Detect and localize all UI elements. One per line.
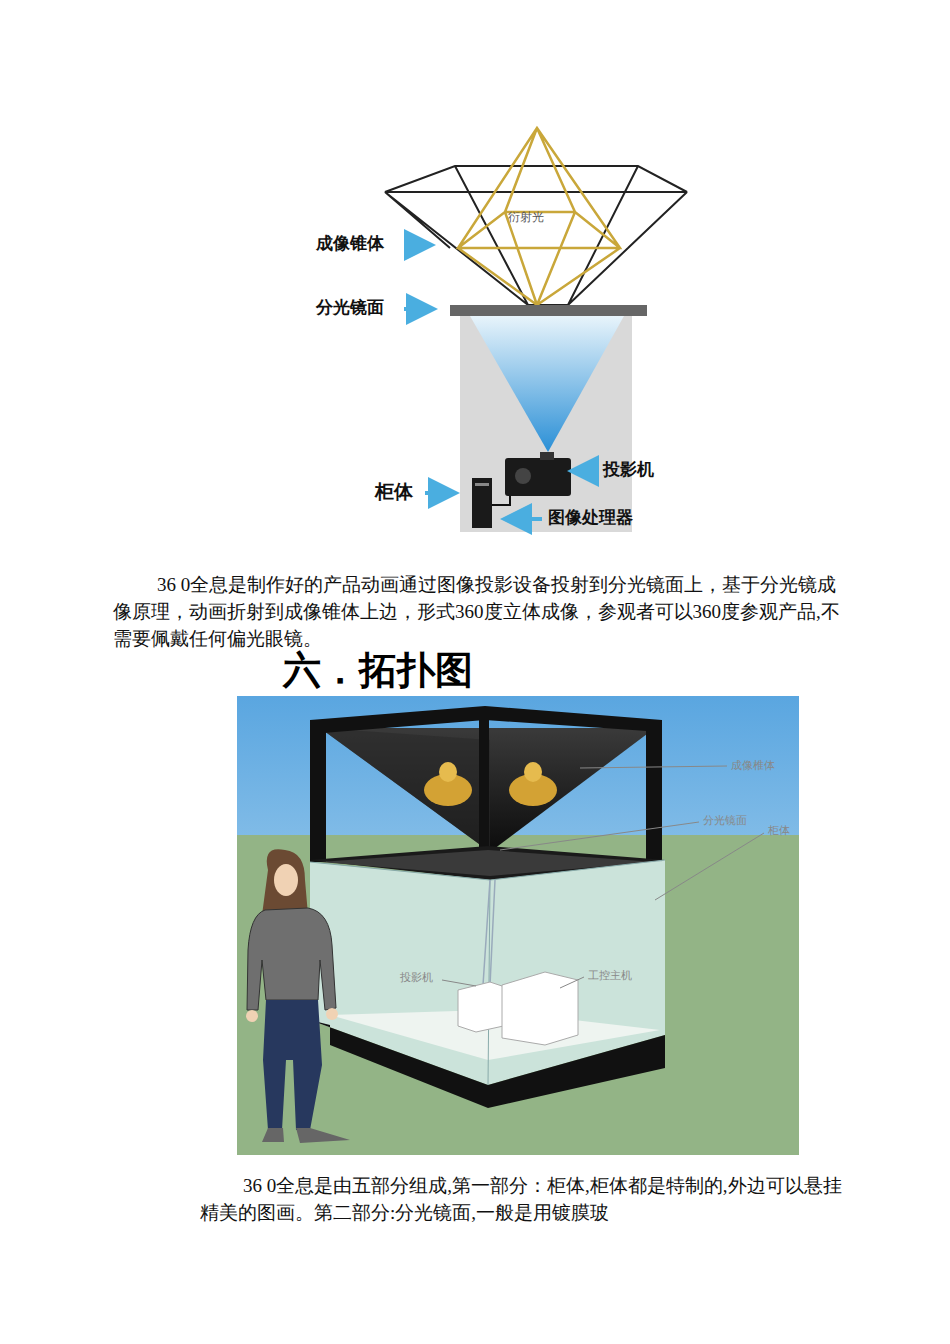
part-label: 衍射光 [508,210,544,224]
body-paragraph: 36 0全息是制作好的产品动画通过图像投影设备投射到分光镜面上，基于分光镜成像原… [113,571,848,652]
projector [505,452,571,496]
image-processor [472,478,510,528]
leader-lines [442,766,764,988]
callout-label: 投影机 [400,971,433,984]
imaging-pyramid [385,166,687,305]
callout-label: 分光镜面 [703,814,747,827]
beam-splitter [450,305,647,316]
callout-label: 柜体 [768,824,790,837]
callout-label: 成像椎体 [731,759,775,772]
part-label: 分光镜面 [316,297,384,317]
visitor-figure [246,849,350,1143]
diffracted-light [458,128,620,305]
pointer-arrows [404,245,597,519]
body-paragraph: 36 0全息是由五部分组成,第一部分：柜体,柜体都是特制的,外边可以悬挂精美的图… [200,1172,845,1226]
part-label: 成像锥体 [316,233,384,253]
projection-beam [470,316,624,452]
section-heading: 六．拓扑图 [283,648,473,694]
cabinet [460,316,632,532]
part-label: 图像处理器 [548,507,633,527]
part-label: 柜体 [375,480,413,503]
scene [237,696,799,1155]
callout-label: 工控主机 [588,969,632,982]
part-label: 投影机 [603,459,654,479]
